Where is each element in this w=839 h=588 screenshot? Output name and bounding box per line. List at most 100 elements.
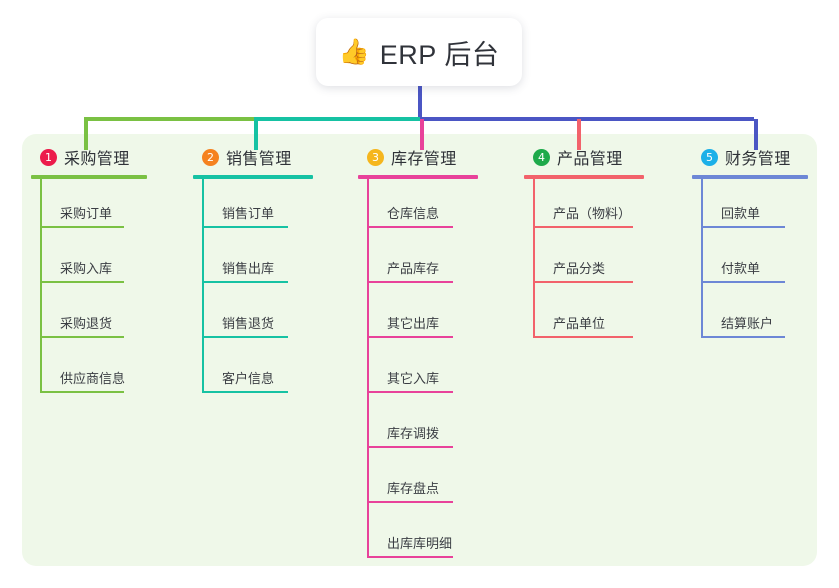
branch-leaf-item[interactable]: 采购退货 [31,289,147,344]
branch-items: 仓库信息产品库存其它出库其它入库库存调拨库存盘点出库库明细 [358,179,478,564]
branch-leaf-item[interactable]: 库存盘点 [358,454,478,509]
branch-number-badge: 2 [202,148,219,166]
branch-spine [367,179,369,558]
branch-leaf-item[interactable]: 产品库存 [358,234,478,289]
leaf-underline [202,336,288,338]
leaf-label: 回款单 [721,206,761,221]
leaf-underline [40,281,124,283]
leaf-label: 客户信息 [222,371,275,386]
branch-leaf-item[interactable]: 销售退货 [193,289,313,344]
branch-leaf-item[interactable]: 销售出库 [193,234,313,289]
branch-leaf-item[interactable]: 其它入库 [358,344,478,399]
branch-spine [40,179,42,393]
branch-header[interactable]: 4 产品管理 [524,146,644,168]
connector-stub-产品管理 [577,119,581,150]
leaf-underline [202,226,288,228]
leaf-underline [367,446,453,448]
branch-leaf-item[interactable]: 仓库信息 [358,179,478,234]
content-panel [22,134,817,566]
branch-leaf-item[interactable]: 出库库明细 [358,509,478,564]
connector-stub-销售管理 [254,119,258,150]
leaf-underline [40,336,124,338]
leaf-label: 其它入库 [387,371,440,386]
branch-title: 产品管理 [557,151,623,168]
branch-leaf-item[interactable]: 产品单位 [524,289,644,344]
leaf-label: 供应商信息 [60,371,126,386]
leaf-label: 采购退货 [60,316,113,331]
leaf-underline [533,281,633,283]
leaf-label: 仓库信息 [387,206,440,221]
leaf-underline [533,226,633,228]
branch-underline [193,175,313,179]
leaf-label: 销售订单 [222,206,275,221]
leaf-underline [701,336,785,338]
branch-header[interactable]: 2 销售管理 [193,146,313,168]
leaf-label: 结算账户 [721,316,774,331]
branch-header[interactable]: 3 库存管理 [358,146,478,168]
branch-title: 财务管理 [725,151,791,168]
branch-items: 采购订单采购入库采购退货供应商信息 [31,179,147,399]
branch-underline [31,175,147,179]
branch-leaf-item[interactable]: 采购订单 [31,179,147,234]
branch-leaf-item[interactable]: 库存调拨 [358,399,478,454]
branch-leaf-item[interactable]: 产品分类 [524,234,644,289]
branch-items: 产品（物料） 产品分类产品单位 [524,179,644,344]
branch-underline [692,175,808,179]
leaf-underline [367,501,453,503]
branch-leaf-item[interactable]: 结算账户 [692,289,808,344]
leaf-label: 销售出库 [222,261,275,276]
leaf-underline [367,336,453,338]
branch-underline [524,175,644,179]
leaf-label: 销售退货 [222,316,275,331]
leaf-label: 出库库明细 [387,536,453,551]
root-node[interactable]: 👍 ERP 后台 [316,18,522,86]
connector-bus-segment [254,117,420,121]
branch-leaf-item[interactable]: 供应商信息 [31,344,147,399]
leaf-underline [701,281,785,283]
branch-leaf-item[interactable]: 销售订单 [193,179,313,234]
leaf-underline [367,556,453,558]
connector-stub-财务管理 [754,119,758,150]
branch-leaf-item[interactable]: 采购入库 [31,234,147,289]
connector-bus-segment [84,117,254,121]
leaf-label: 其它出库 [387,316,440,331]
leaf-underline [202,281,288,283]
leaf-underline [701,226,785,228]
connector-stub-库存管理 [420,119,424,150]
branch-title: 库存管理 [391,151,457,168]
leaf-label: 付款单 [721,261,761,276]
leaf-underline [367,391,453,393]
leaf-underline [202,391,288,393]
branch-column: 2 销售管理销售订单销售出库销售退货客户信息 [193,146,313,399]
branch-title: 采购管理 [64,151,130,168]
branch-number-badge: 1 [40,148,57,166]
leaf-label: 产品单位 [553,316,606,331]
leaf-underline [533,336,633,338]
branch-column: 4 产品管理产品（物料） 产品分类产品单位 [524,146,644,344]
branch-spine [533,179,535,338]
connector-bus-segment [420,117,754,121]
branch-header[interactable]: 1 采购管理 [31,146,147,168]
leaf-underline [40,391,124,393]
leaf-label: 产品库存 [387,261,440,276]
leaf-label: 产品（物料） [553,206,632,221]
root-title: ERP 后台 [379,39,500,70]
branch-number-badge: 4 [533,148,550,166]
branch-leaf-item[interactable]: 回款单 [692,179,808,234]
branch-spine [701,179,703,338]
leaf-label: 采购订单 [60,206,113,221]
branch-leaf-item[interactable]: 产品（物料） [524,179,644,234]
leaf-label: 库存调拨 [387,426,440,441]
branch-leaf-item[interactable]: 客户信息 [193,344,313,399]
branch-title: 销售管理 [226,151,292,168]
branch-number-badge: 3 [367,148,384,166]
thumbs-up-icon: 👍 [338,37,370,66]
branch-leaf-item[interactable]: 其它出库 [358,289,478,344]
branch-items: 回款单付款单结算账户 [692,179,808,344]
branch-leaf-item[interactable]: 付款单 [692,234,808,289]
leaf-underline [367,226,453,228]
branch-column: 1 采购管理采购订单采购入库采购退货供应商信息 [31,146,147,399]
